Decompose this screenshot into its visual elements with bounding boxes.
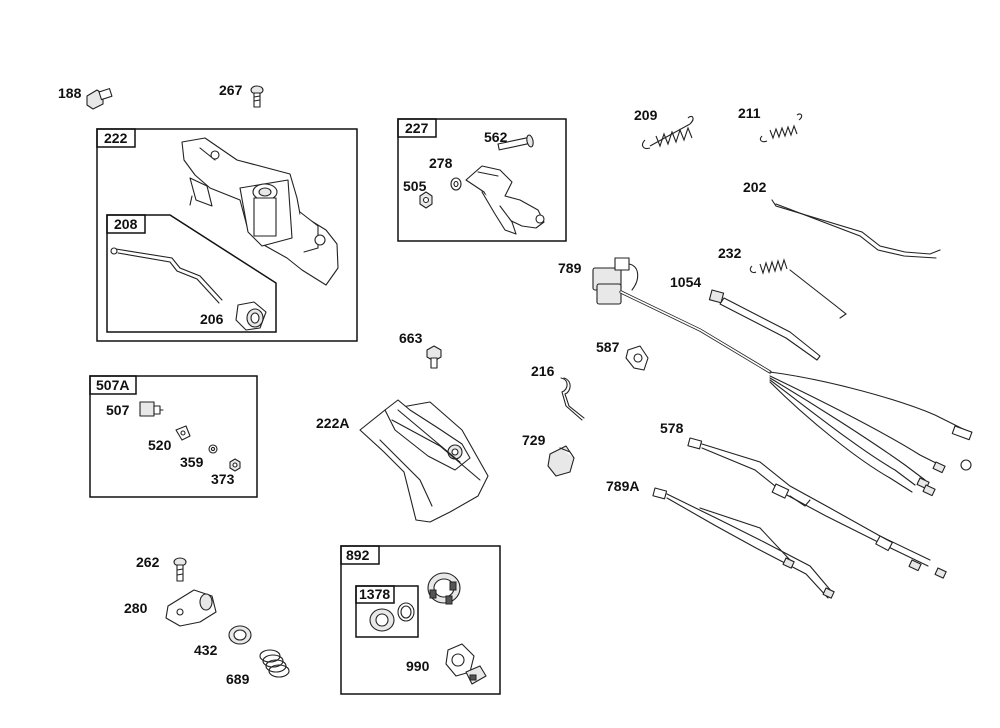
group-222-tag [96,128,136,148]
part-202-rod [771,199,941,259]
label-578: 578 [660,420,684,436]
group-227-frame [397,118,567,242]
label-202: 202 [743,179,767,195]
label-278: 278 [429,155,453,171]
label-208: 208 [114,216,138,232]
label-227: 227 [405,120,429,136]
label-789: 789 [558,260,582,276]
part-278-washer [450,177,462,191]
part-578-cable [687,437,947,579]
group-507A-tag [89,375,137,395]
label-373: 373 [211,471,235,487]
label-222A: 222A [316,415,349,431]
label-222: 222 [104,130,128,146]
part-206-knob [235,301,267,331]
part-222A-plate [359,399,489,523]
group-208-tag [106,214,146,234]
part-267-screw [250,85,264,108]
part-432-ring [228,625,252,645]
group-1378: 1378 [355,585,419,638]
part-209-spring [641,115,694,149]
part-227-lever [465,165,545,235]
label-280: 280 [124,600,148,616]
part-188-bolt [86,88,113,110]
group-227: 227 [397,118,567,242]
group-892-frame [340,545,501,695]
part-1054-cabletie [708,289,821,361]
part-507-switch [139,401,164,417]
part-562-pin [497,134,534,151]
part-729-cap [547,445,575,477]
label-520: 520 [148,437,172,453]
group-227-tag [397,118,437,138]
label-432: 432 [194,642,218,658]
part-663-screw [426,345,442,369]
label-359: 359 [180,454,204,470]
group-222: 222 [96,128,358,342]
part-789A-cable [652,487,835,599]
label-267: 267 [219,82,243,98]
label-990: 990 [406,658,430,674]
label-892: 892 [346,547,370,563]
label-505: 505 [403,178,427,194]
group-507A: 507A [89,375,258,498]
group-892-tag [340,545,380,565]
group-222-frame [96,128,358,342]
label-587: 587 [596,339,620,355]
part-359-washer [208,444,218,454]
part-990-key [445,643,487,685]
part-505-nut [419,191,433,209]
part-689-spring [259,649,290,678]
part-520-bracket [175,425,191,441]
label-663: 663 [399,330,423,346]
label-206: 206 [200,311,224,327]
label-729: 729 [522,432,546,448]
part-373-nut [229,458,241,472]
part-211-spring [759,113,803,143]
label-789A: 789A [606,478,639,494]
group-892: 892 [340,545,501,695]
label-211: 211 [738,105,761,121]
label-188: 188 [58,85,82,101]
group-208: 208 [106,214,277,333]
label-562: 562 [484,129,508,145]
label-507A: 507A [96,377,129,393]
label-232: 232 [718,245,742,261]
label-689: 689 [226,671,250,687]
label-209: 209 [634,107,658,123]
part-789-harness [592,257,973,497]
part-262-screw [173,557,187,582]
label-507: 507 [106,402,130,418]
label-1378: 1378 [359,586,390,602]
part-587-clip [625,345,649,371]
group-1378-tag [355,585,395,604]
part-208-rod [110,247,223,304]
group-507A-frame [89,375,258,498]
label-216: 216 [531,363,555,379]
label-1054: 1054 [670,274,701,290]
part-892-keyswitch [427,572,461,605]
part-1378-nut [369,602,415,632]
group-208-frame [106,214,277,333]
part-222-bracket [181,137,339,286]
label-262: 262 [136,554,160,570]
part-280-bracket [165,589,217,627]
part-216-link [560,377,585,421]
part-232-springrod [749,258,847,319]
